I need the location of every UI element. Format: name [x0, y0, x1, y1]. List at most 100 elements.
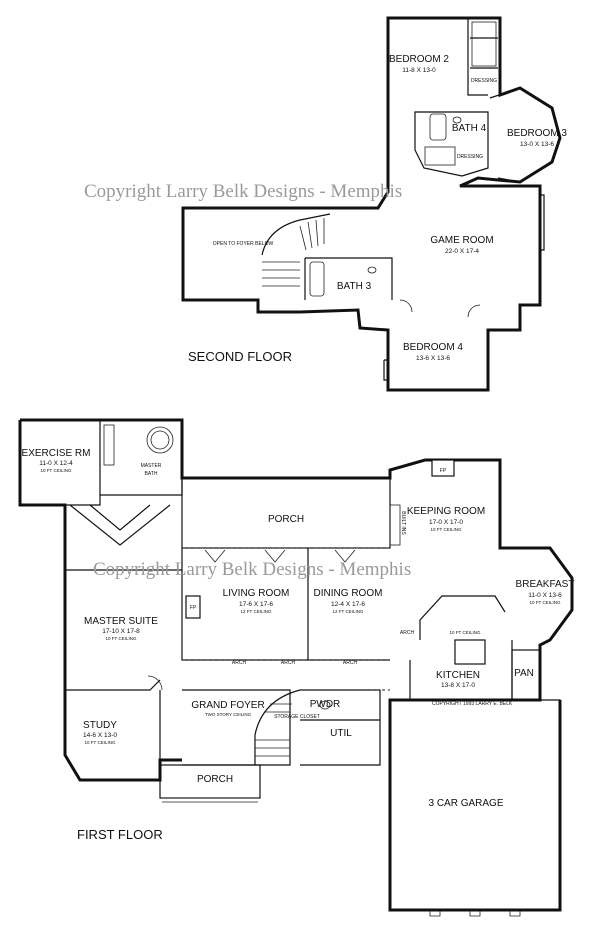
room-name-master-bath: MASTER: [141, 463, 162, 469]
room-name-master-suite: MASTER SUITE: [84, 616, 158, 627]
room-name-pan: PAN: [514, 668, 534, 679]
room-name-dining: DINING ROOM: [314, 588, 383, 599]
porch-top: [181, 477, 391, 549]
room-note-dining: 12 FT CEILING: [333, 609, 364, 614]
room-name-open-to-foyer: OPEN TO FOYER BELOW: [213, 241, 274, 247]
toilet-icon: [367, 266, 377, 274]
first-floor-label: FIRST FLOOR: [77, 827, 163, 842]
closet-diagonals: [69, 504, 171, 546]
porch-steps: [162, 797, 258, 803]
room-dims-bedroom3: 13-0 X 13-6: [520, 141, 554, 148]
bath4-walls: [414, 111, 489, 177]
door-swing: [204, 549, 356, 563]
room-name-util: UTIL: [330, 728, 352, 739]
room-dims-bedroom4: 13-6 X 13-6: [416, 355, 450, 362]
note-arch-2: ARCH: [281, 660, 296, 666]
room-name-foyer: GRAND FOYER: [191, 700, 264, 711]
first-floor-plan: EXERCISE RM 11-0 X 12-4 10 FT CEILING MA…: [18, 418, 575, 917]
room-dims-breakfast: 11-0 X 13-6: [528, 592, 562, 599]
tub-icon: [146, 426, 174, 454]
room-dims-game-room: 22-0 X 17-4: [445, 248, 479, 255]
note-dressing-b2: DRESSING: [471, 78, 497, 84]
note-fp-keeping: FP: [440, 468, 447, 474]
room-name-bedroom2: BEDROOM 2: [389, 54, 449, 65]
master-suite-walls: [65, 569, 182, 691]
room-dims-living: 17-6 X 17-6: [239, 601, 273, 608]
note-arch-1: ARCH: [232, 660, 247, 666]
tub-icon: [309, 261, 325, 297]
toilet-icon: [319, 700, 331, 710]
room-name-bath3: BATH 3: [337, 281, 372, 292]
tub-icon: [429, 113, 447, 141]
door-swing: [147, 675, 163, 691]
room-name-living: LIVING ROOM: [223, 588, 290, 599]
note-arch-3: ARCH: [343, 660, 358, 666]
room-dims-dining: 12-4 X 17-6: [331, 601, 365, 608]
room-name-garage: 3 CAR GARAGE: [428, 798, 503, 809]
fireplace-master: [185, 595, 201, 619]
room-dims-study: 14-6 X 13-0: [83, 732, 117, 739]
fireplace-keeping: [431, 459, 455, 477]
dressing-room-b3: [424, 146, 456, 166]
room-name-exercise: EXERCISE RM: [22, 448, 91, 459]
note-arch-4: ARCH: [400, 630, 415, 636]
bedroom2-walls: [467, 18, 498, 96]
room-name-bedroom4: BEDROOM 4: [403, 342, 463, 353]
room-name-bedroom3: BEDROOM 3: [507, 128, 567, 139]
second-floor-plan: BEDROOM 2 11-8 X 13-0 BATH 4 BEDROOM 3 1…: [181, 16, 567, 392]
study-walls: [64, 690, 161, 781]
door-swing: [399, 299, 481, 318]
room-note-foyer: TWO STORY CEILING: [205, 712, 252, 717]
room-note-study: 10 FT CEILING: [85, 740, 116, 745]
master-bath-walls: [100, 419, 183, 496]
garage-walls: [389, 699, 561, 911]
second-floor-outline: [181, 16, 562, 392]
copyright-note: COPYRIGHT 1993 LARRY E. BELK: [432, 701, 513, 707]
room-dims-exercise: 11-0 X 12-4: [39, 460, 73, 467]
room-name-bath4: BATH 4: [452, 123, 487, 134]
room-note-keeping: 10 FT CEILING: [431, 527, 462, 532]
room-name-kitchen: KITCHEN: [436, 670, 480, 681]
room-dims-keeping: 17-0 X 17-0: [429, 519, 463, 526]
room-name-porch-front: PORCH: [197, 774, 233, 785]
room-note-exercise: 10 FT CEILING: [41, 468, 72, 473]
kitchen-counter: [419, 595, 506, 640]
room-note-kitchen-ceiling: 10 FT CEILING: [450, 630, 481, 635]
room-name-game-room: GAME ROOM: [430, 235, 493, 246]
room-dims-bedroom2: 11-8 X 13-0: [402, 67, 436, 74]
watermark-bottom: Copyright Larry Belk Designs - Memphis: [93, 559, 411, 580]
tub-inner: [150, 430, 170, 450]
room-dims-master-suite: 17-10 X 17-8: [102, 628, 140, 635]
room-name-breakfast: BREAKFAST: [516, 579, 575, 590]
built-ins-icon: [389, 504, 401, 546]
room-name-master-bath-2: BATH: [145, 471, 158, 477]
room-note-living: 12 FT CEILING: [241, 609, 272, 614]
note-fp-master: FP: [190, 605, 197, 611]
bath3-walls: [304, 257, 393, 300]
room-name-keeping: KEEPING ROOM: [407, 506, 485, 517]
note-storage: STORAGE CLOSET: [274, 714, 320, 720]
note-dressing-b3: DRESSING: [457, 154, 483, 160]
note-built-ins: BUILT INS: [400, 511, 406, 535]
room-note-master-suite: 10 FT CEILING: [106, 636, 137, 641]
toilet-icon: [452, 116, 462, 124]
room-name-study: STUDY: [83, 720, 117, 731]
pwdr-util-walls: [300, 689, 381, 766]
second-floor-label: SECOND FLOOR: [188, 349, 292, 364]
room-dims-kitchen: 13-8 X 17-0: [441, 682, 475, 689]
vanity-icon: [103, 424, 115, 466]
exercise-walls: [20, 419, 101, 506]
kitchen-island: [454, 639, 486, 665]
room-note-breakfast: 10 FT CEILING: [530, 600, 561, 605]
garage-door-markers: [429, 910, 521, 917]
stair-icon: [254, 689, 301, 765]
room-name-pwdr: PWDR: [310, 699, 341, 710]
closet-b2: [471, 21, 497, 67]
window-icon: [383, 194, 545, 381]
room-name-porch-top: PORCH: [268, 514, 304, 525]
keeping-walls: [389, 459, 501, 548]
stair-icon: [261, 213, 331, 287]
watermark-top: Copyright Larry Belk Designs - Memphis: [84, 181, 402, 202]
bedroom3-walls: [489, 87, 561, 183]
